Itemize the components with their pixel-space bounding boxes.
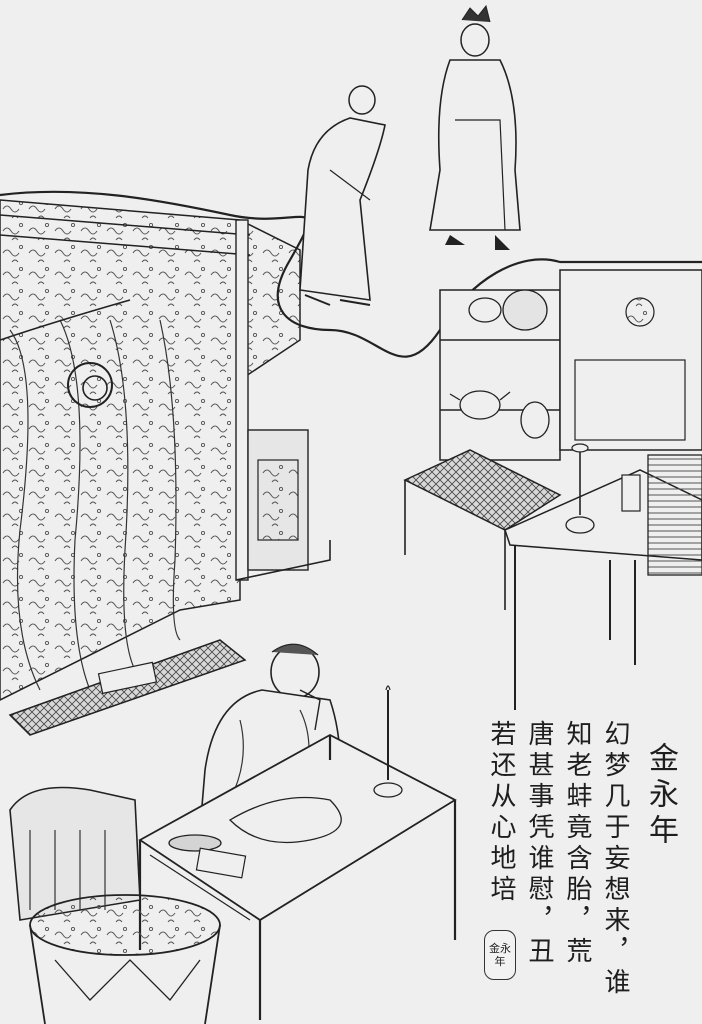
bed-step <box>8 639 247 736</box>
cabinet <box>439 269 702 461</box>
poem-line-4: 若还从心地培 <box>486 720 516 906</box>
inscription-title: 金永年 <box>643 742 678 850</box>
official-standing-figure <box>429 4 521 250</box>
poem-line-1: 幻梦几于妄想来，谁 <box>600 720 630 999</box>
poem-line-3: 唐甚事凭谁慰，丑 <box>524 720 554 968</box>
artist-seal: 金永年 <box>484 930 516 980</box>
bed-frame <box>235 219 331 581</box>
poem-line-2: 知老蚌竟含胎，荒 <box>562 720 592 968</box>
chair <box>9 786 141 921</box>
right-table <box>504 443 702 710</box>
bowing-attendant-figure <box>299 85 386 306</box>
bench <box>403 449 562 610</box>
drum-stool <box>29 894 221 1024</box>
